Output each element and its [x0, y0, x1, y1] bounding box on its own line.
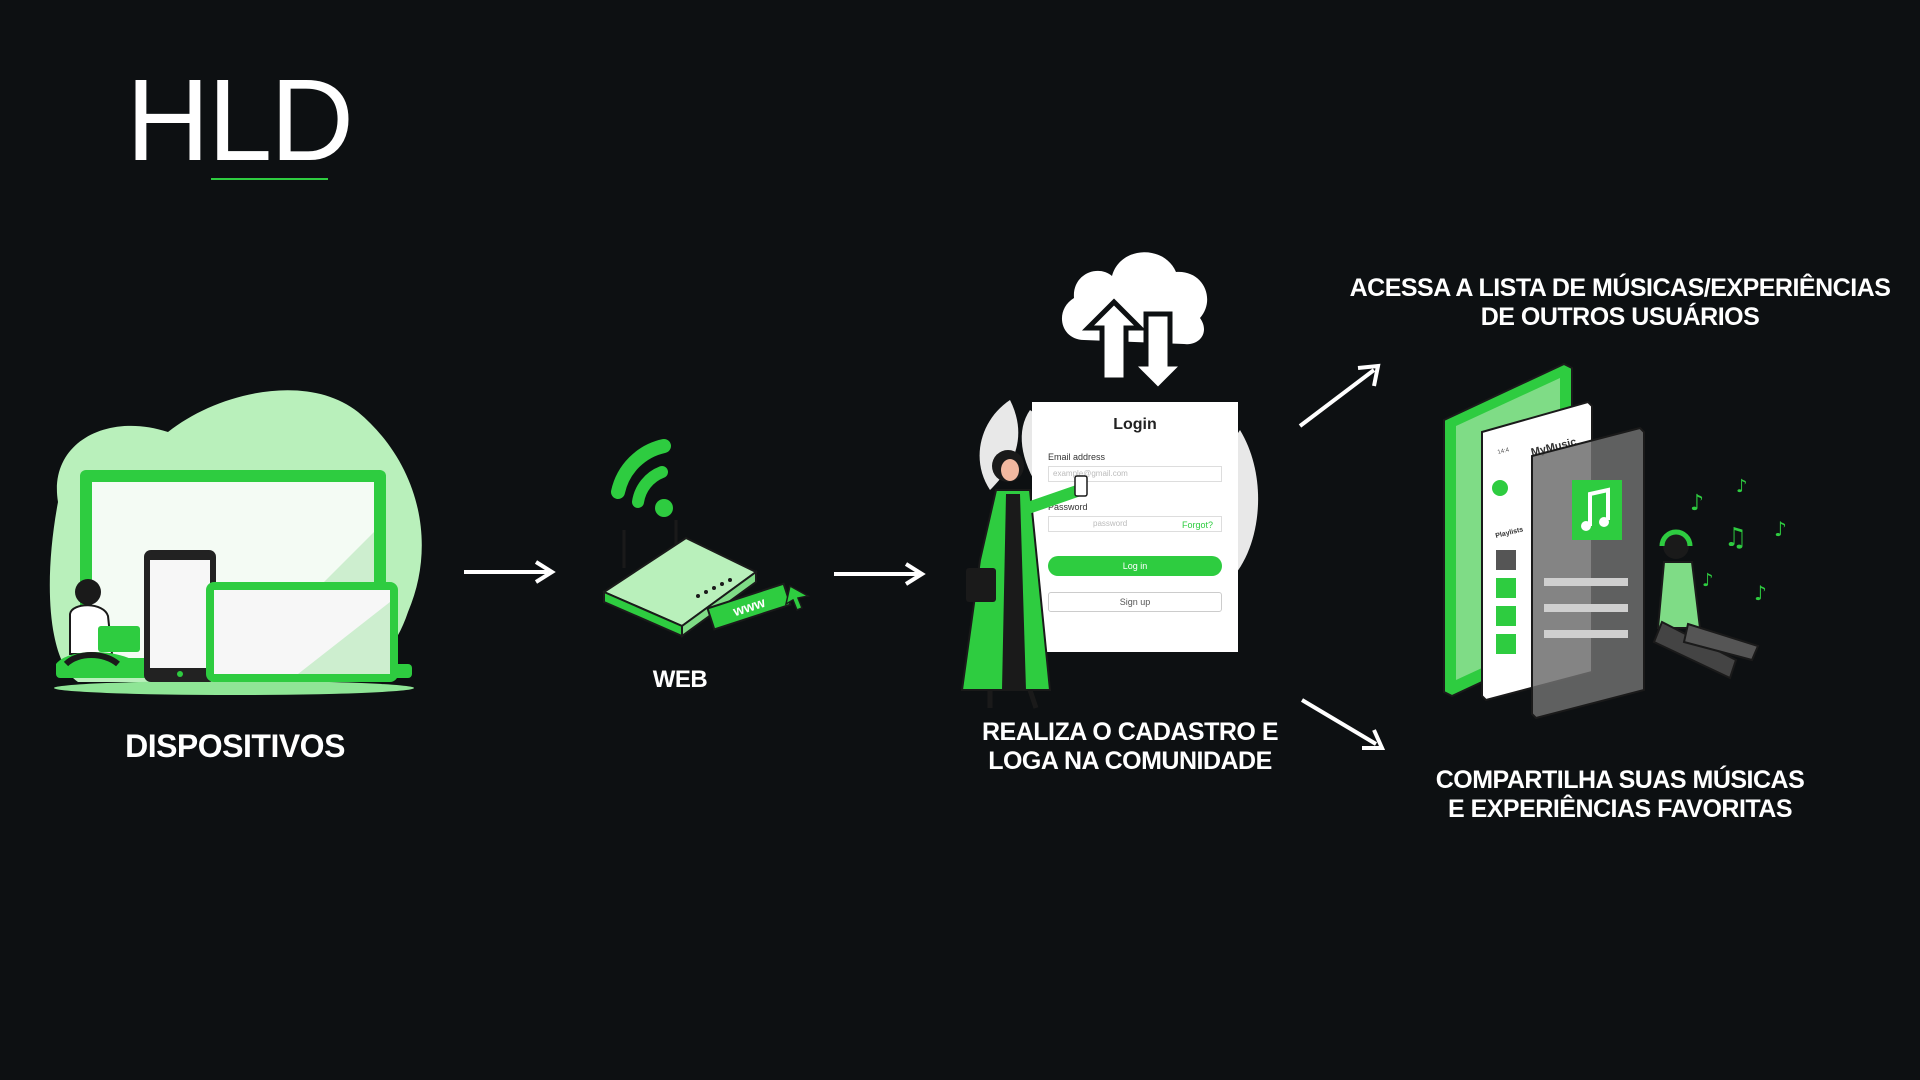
music-app-illustration: MyMusic 14:4 Playlists ♪ ♪ ♫ ♪ ♪ ♪ — [1443, 362, 1787, 720]
login-title: Login — [1113, 416, 1157, 433]
listening-person — [1652, 529, 1760, 680]
wifi-icon — [611, 439, 673, 517]
title-underline — [211, 178, 328, 180]
access-label-line-1: ACESSA A LISTA DE MÚSICAS/EXPERIÊNCIAS — [1349, 274, 1891, 302]
email-field[interactable]: example@gmail.com — [1048, 466, 1222, 482]
arrow-login-to-share — [1300, 698, 1386, 750]
devices-label: DISPOSITIVOS — [125, 728, 345, 764]
page-title: HLD — [126, 55, 354, 185]
svg-text:♪: ♪ — [1774, 517, 1787, 541]
access-label: ACESSA A LISTA DE MÚSICAS/EXPERIÊNCIAS D… — [1340, 274, 1900, 332]
arrow-web-to-login — [834, 562, 926, 586]
login-button[interactable]: Log in — [1048, 556, 1222, 576]
svg-text:♪: ♪ — [1690, 491, 1704, 516]
svg-text:♪: ♪ — [1736, 476, 1748, 497]
login-label-line-2: LOGA NA COMUNIDADE — [988, 747, 1272, 775]
music-app-status: 14:4 — [1497, 447, 1510, 456]
password-field[interactable]: password — [1048, 516, 1222, 532]
router-illustration: www — [601, 439, 811, 638]
upload-arrow-icon — [1081, 298, 1147, 383]
signup-button[interactable]: Sign up — [1048, 592, 1222, 612]
www-tag: www — [706, 582, 792, 631]
woman-figure — [960, 450, 1088, 709]
forgot-link[interactable]: Forgot? — [1182, 520, 1214, 530]
person-with-laptop — [56, 579, 140, 672]
login-card: Login Email address example@gmail.com Pa… — [1032, 402, 1238, 652]
cursor-icon — [784, 584, 811, 611]
svg-text:♪: ♪ — [1754, 581, 1767, 605]
svg-text:♫: ♫ — [1724, 523, 1747, 553]
password-label: Password — [1048, 502, 1088, 512]
download-arrow-icon — [1125, 311, 1191, 394]
email-label: Email address — [1048, 452, 1106, 462]
svg-text:♪: ♪ — [1702, 570, 1714, 591]
access-label-line-2: DE OUTROS USUÁRIOS — [1480, 303, 1760, 331]
login-label-line-1: REALIZA O CADASTRO E — [981, 718, 1279, 746]
login-illustration: Login Email address example@gmail.com Pa… — [950, 390, 1290, 710]
arrow-login-to-access — [1298, 363, 1381, 428]
devices-illustration — [49, 390, 422, 695]
login-label: REALIZA O CADASTRO E LOGA NA COMUNIDADE — [960, 718, 1300, 776]
music-notes-icon: ♪ ♪ ♫ ♪ ♪ ♪ — [1690, 476, 1787, 605]
cloud-sync-icon — [1061, 252, 1208, 394]
share-label-line-2: E EXPERIÊNCIAS FAVORITAS — [1447, 795, 1793, 823]
share-label: COMPARTILHA SUAS MÚSICAS E EXPERIÊNCIAS … — [1420, 766, 1820, 824]
music-note-icon — [1572, 480, 1622, 540]
web-label: WEB — [652, 666, 708, 693]
share-label-line-1: COMPARTILHA SUAS MÚSICAS — [1435, 766, 1805, 794]
arrow-devices-to-web — [464, 560, 556, 584]
